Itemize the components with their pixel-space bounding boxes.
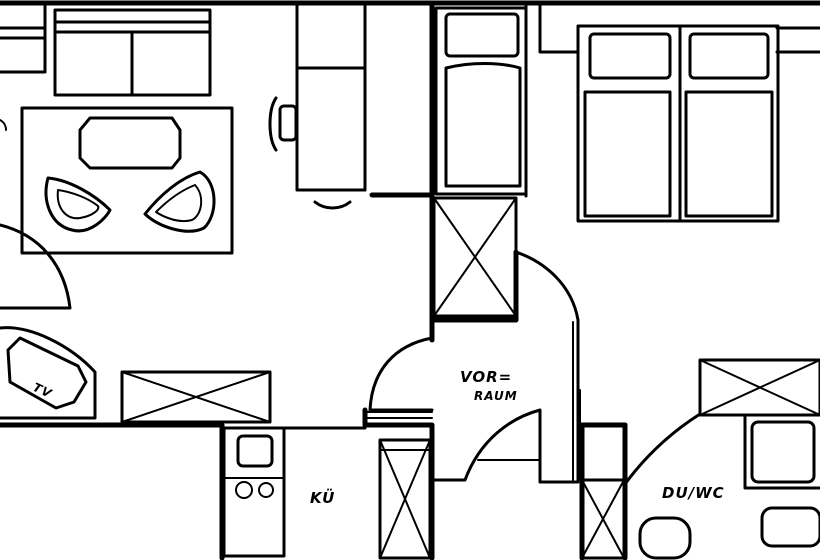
door-bathroom <box>623 412 702 486</box>
desk-chair <box>278 104 298 142</box>
door-living-left <box>0 223 72 310</box>
window-left <box>0 1 47 74</box>
label-vorraum-2: RAUM <box>474 389 518 403</box>
bathroom <box>580 358 820 560</box>
tv-label: TV <box>31 380 55 401</box>
door-kitchen <box>368 336 434 412</box>
burner-2 <box>258 482 274 498</box>
label-du-wc: DU/WC <box>662 484 725 502</box>
cabinet-kitchen <box>378 438 432 560</box>
sofa <box>53 8 212 97</box>
burner-1 <box>235 481 253 499</box>
interior-wall-living-bedroom <box>369 0 435 323</box>
label-vorraum-1: VOR= <box>460 368 512 386</box>
desk <box>268 1 367 210</box>
armchair-left <box>44 176 112 233</box>
corridor-wall <box>429 249 519 323</box>
double-bed <box>538 1 820 223</box>
coffee-table <box>78 116 182 170</box>
single-bed <box>434 1 528 198</box>
shower-seat <box>760 506 820 548</box>
outer-wall-bottom-left <box>0 422 225 560</box>
oven <box>236 434 274 468</box>
stove <box>222 426 286 558</box>
coffee-table-area <box>20 106 234 255</box>
armchair-right <box>143 170 216 233</box>
cabinet-living <box>120 370 272 424</box>
sink <box>750 420 816 484</box>
wardrobe-corridor <box>432 196 518 318</box>
tv-cabinet <box>0 326 97 420</box>
label-kueche: KÜ <box>310 488 335 507</box>
door-bedroom <box>514 250 580 482</box>
pillow-single <box>444 12 520 58</box>
pillow-right <box>688 32 770 80</box>
pillow-left <box>588 32 672 80</box>
door-entrance <box>430 408 580 484</box>
tv-unit <box>6 336 88 410</box>
bath-cabinet <box>698 358 820 417</box>
toilet <box>638 516 692 560</box>
